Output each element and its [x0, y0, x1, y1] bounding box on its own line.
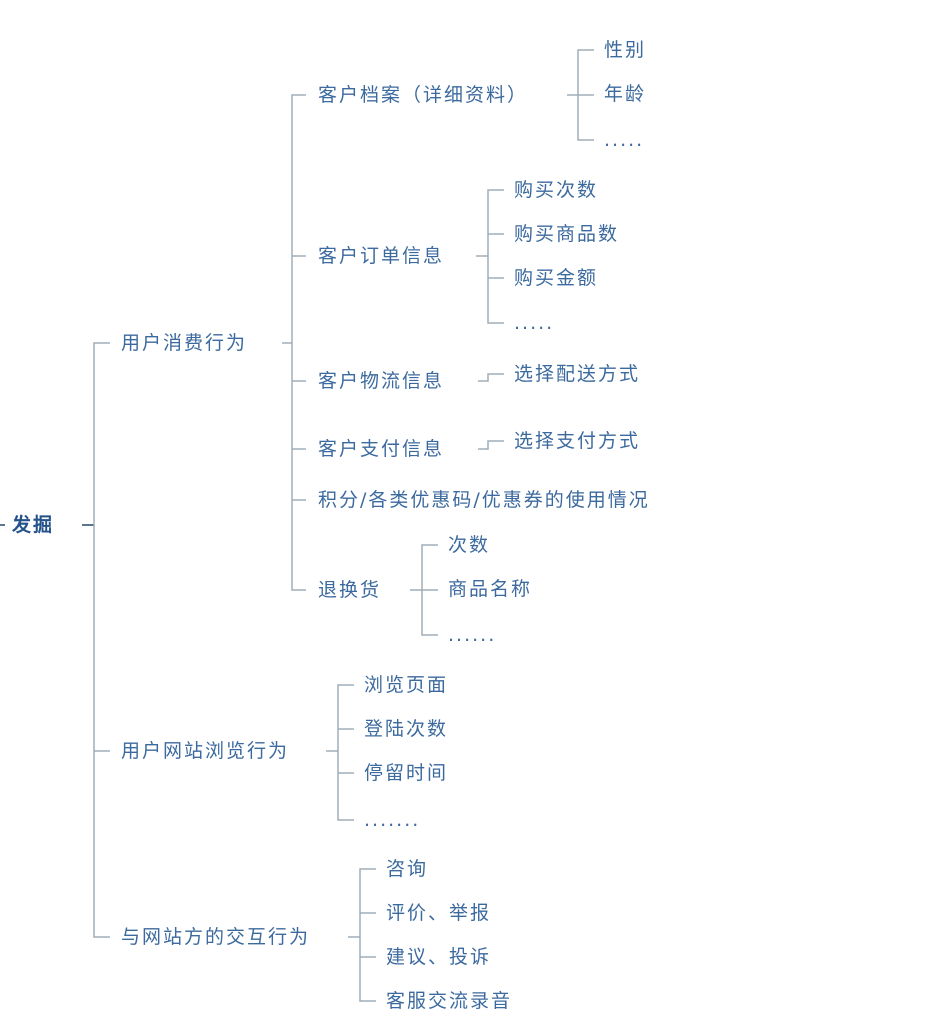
node-interaction-behavior: 与网站方的交互行为	[121, 926, 311, 948]
leaf-login-count: 登陆次数	[364, 718, 449, 740]
node-payment-info: 客户支付信息	[318, 438, 445, 460]
node-customer-profile: 客户档案（详细资料）	[318, 84, 529, 106]
leaf-product-name: 商品名称	[448, 578, 533, 600]
payment-connector	[478, 440, 504, 450]
leaf-delivery-method: 选择配送方式	[514, 363, 641, 385]
leaf-more: .......	[364, 809, 421, 831]
leaf-pages-viewed: 浏览页面	[364, 674, 449, 696]
leaf-dwell-time: 停留时间	[364, 762, 449, 784]
node-consumption-behavior: 用户消费行为	[121, 332, 248, 354]
node-browsing-behavior: 用户网站浏览行为	[121, 740, 290, 762]
level1-bracket	[93, 342, 110, 938]
leaf-gender: 性别	[604, 39, 647, 61]
leaf-return-count: 次数	[448, 534, 491, 556]
leaf-age: 年龄	[604, 83, 647, 105]
leaf-purchase-count: 购买次数	[514, 179, 599, 201]
interact-bracket	[348, 868, 376, 1002]
leaf-service-recording: 客服交流录音	[386, 990, 513, 1012]
node-order-info: 客户订单信息	[318, 245, 445, 267]
leaf-more: .....	[604, 129, 645, 151]
logistics-connector	[478, 373, 504, 382]
consumption-bracket	[282, 94, 306, 591]
return-bracket	[410, 544, 438, 636]
leaf-amount: 购买金额	[514, 267, 599, 289]
profile-bracket	[567, 49, 594, 141]
node-returns: 退换货	[318, 579, 382, 601]
root-node: 发掘	[12, 514, 55, 536]
order-bracket	[476, 189, 504, 324]
node-logistics-info: 客户物流信息	[318, 370, 445, 392]
leaf-suggestion-complaint: 建议、投诉	[386, 946, 492, 968]
leaf-item-count: 购买商品数	[514, 223, 620, 245]
leaf-payment-method: 选择支付方式	[514, 430, 641, 452]
leaf-more: .....	[514, 312, 555, 334]
node-points-coupons: 积分/各类优惠码/优惠券的使用情况	[318, 489, 650, 511]
leaf-more: ......	[448, 624, 497, 646]
browse-bracket	[326, 684, 354, 821]
leaf-review-report: 评价、举报	[386, 902, 492, 924]
leaf-inquiry: 咨询	[386, 858, 429, 880]
